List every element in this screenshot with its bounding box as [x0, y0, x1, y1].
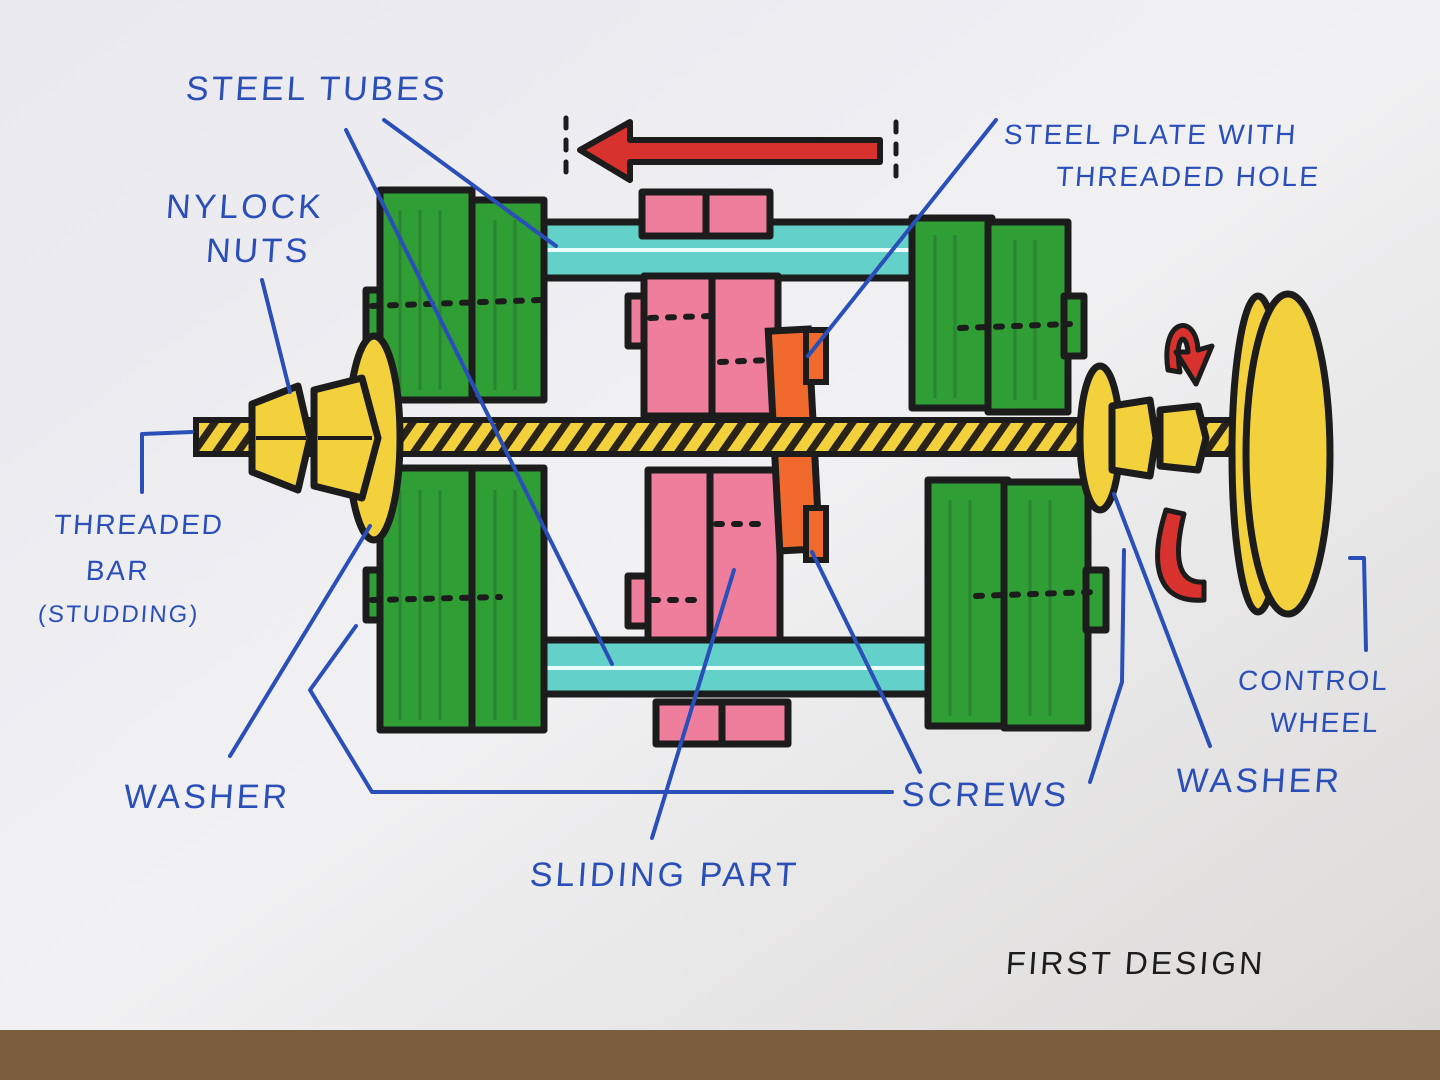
leader-sliding [650, 568, 736, 840]
leader-tubes-1 [382, 118, 558, 248]
screw-holes-right [957, 321, 1095, 599]
label-nylock-line2: NUTS [204, 232, 312, 270]
label-steel-tubes: STEEL TUBES [184, 70, 449, 108]
leader-screws-left [308, 624, 894, 794]
sliding-part [624, 188, 792, 748]
leader-washer-right [1112, 492, 1212, 748]
rotation-arrow-bottom [1155, 507, 1207, 603]
leader-screws-right [1088, 548, 1126, 784]
leader-washer-left [228, 524, 372, 758]
leader-control-wheel [1348, 556, 1368, 652]
label-threaded-line1: THREADED [52, 509, 226, 540]
label-washer-left: WASHER [122, 778, 292, 816]
leader-tubes-2 [344, 128, 614, 666]
leader-nylock [260, 278, 292, 394]
label-steel-plate-line1: STEEL PLATE WITH [1002, 119, 1299, 150]
leader-screws-plate [810, 550, 922, 774]
label-steel-plate-line2: THREADED HOLE [1054, 161, 1322, 192]
leader-threaded-bar [140, 430, 194, 494]
label-sliding-part: SLIDING PART [528, 856, 801, 894]
slide-direction-arrow [563, 115, 899, 179]
caption-first-design: FIRST DESIGN [1004, 945, 1267, 981]
label-washer-right: WASHER [1174, 762, 1344, 800]
label-nylock-line1: NYLOCK [164, 188, 326, 226]
label-threaded-line3: (STUDDING) [37, 601, 201, 628]
right-nut-1 [1108, 396, 1160, 480]
leader-lines [140, 118, 1368, 840]
screw-holes-left [369, 297, 543, 603]
rotation-arrow-top [1164, 323, 1215, 387]
leader-steel-plate [806, 118, 998, 358]
right-nut-2 [1156, 402, 1210, 474]
label-screws: SCREWS [900, 776, 1071, 814]
label-control-line2: WHEEL [1268, 707, 1381, 738]
label-threaded-line2: BAR [84, 555, 151, 586]
control-wheel-face [1242, 290, 1334, 618]
label-control-line1: CONTROL [1236, 665, 1391, 696]
right-end-block [908, 214, 1110, 732]
